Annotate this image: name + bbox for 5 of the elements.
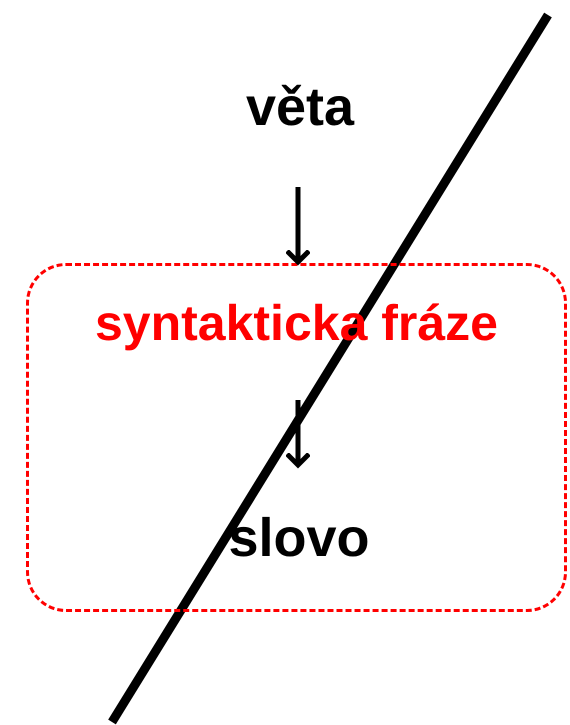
dashed-group-box (26, 263, 567, 612)
node-label: věta (244, 80, 356, 134)
arrow (284, 400, 312, 468)
arrow (284, 187, 312, 264)
node-label: slovo (227, 511, 371, 565)
